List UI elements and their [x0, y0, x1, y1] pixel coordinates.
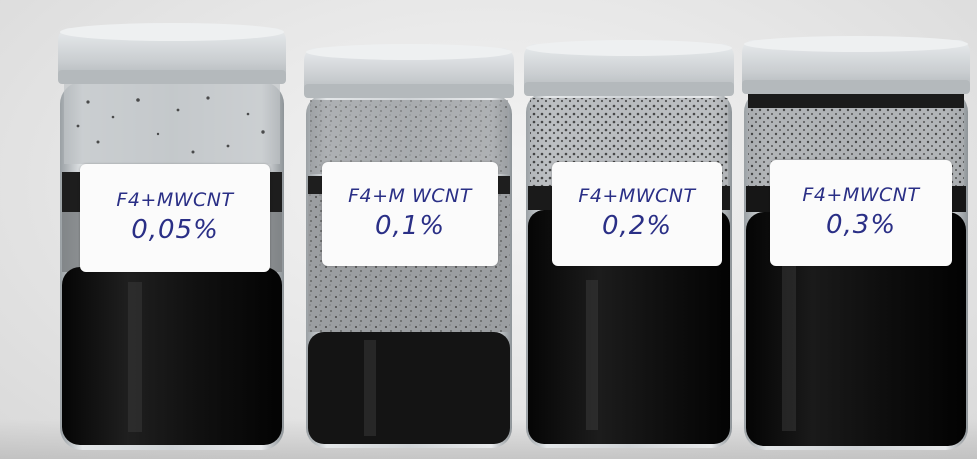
- vial-2: F4+M WCNT 0,1%: [304, 44, 514, 452]
- vial-3-label-line1: F4+MWCNT: [578, 185, 696, 208]
- vial-3: F4+MWCNT 0,2%: [524, 40, 734, 452]
- vial-4-label-line1: F4+MWCNT: [802, 184, 920, 207]
- vial-4-label: F4+MWCNT 0,3%: [770, 160, 952, 266]
- vial-1-liquid: [62, 267, 282, 445]
- vial-3-liquid: [528, 210, 730, 444]
- vial-1: F4+MWCNT 0,05%: [58, 22, 286, 454]
- vial-3-label-line2: 0,2%: [601, 210, 673, 241]
- vial-4: F4+MWCNT 0,3%: [742, 36, 970, 454]
- vial-1-label: F4+MWCNT 0,05%: [80, 164, 270, 272]
- vial-2-liquid: [308, 332, 510, 444]
- vial-3-label: F4+MWCNT 0,2%: [552, 162, 722, 266]
- vial-4-label-line2: 0,3%: [825, 209, 897, 240]
- vial-2-label-line2: 0,1%: [374, 210, 446, 241]
- vial-1-label-line1: F4+MWCNT: [116, 189, 234, 212]
- vial-2-label-line1: F4+M WCNT: [348, 185, 472, 208]
- vial-4-liquid: [746, 212, 966, 446]
- vial-1-label-line2: 0,05%: [131, 214, 219, 245]
- vial-2-label: F4+M WCNT 0,1%: [322, 162, 498, 266]
